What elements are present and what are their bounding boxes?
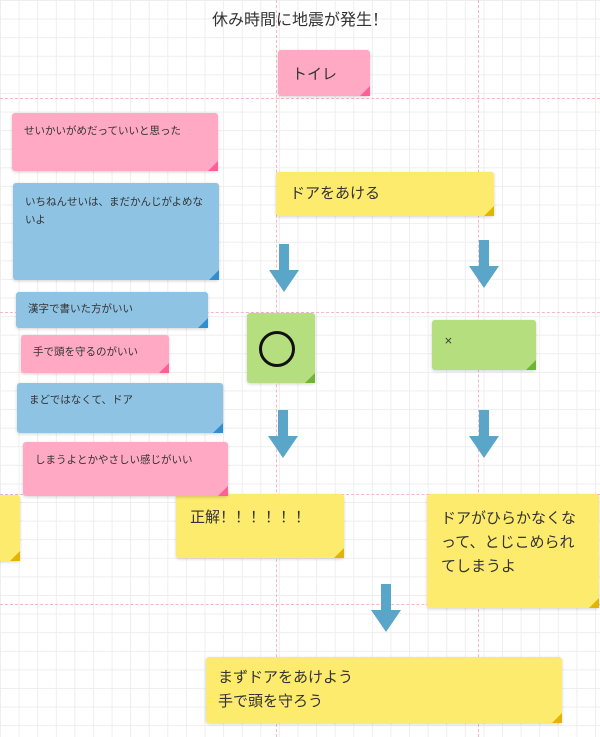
- comment-note[interactable]: 漢字で書いた方がいい: [16, 292, 208, 328]
- note-open-door-text: ドアをあける: [290, 184, 381, 202]
- arrow-down-icon: [269, 244, 299, 292]
- note-correct[interactable]: 正解！！！！！！: [176, 494, 344, 558]
- comment-note[interactable]: 手で頭を守るのがいい: [21, 335, 169, 373]
- arrow-down-icon: [469, 240, 499, 288]
- note-cross-text: ×: [444, 335, 453, 347]
- comment-text: 漢字で書いた方がいい: [28, 303, 133, 315]
- note-toilet-text: トイレ: [292, 65, 338, 83]
- arrow-down-icon: [371, 584, 401, 632]
- note-conclusion[interactable]: まずドアをあけよう 手で頭を守ろう: [206, 657, 562, 723]
- guide-line: [0, 604, 600, 605]
- comment-text: 手で頭を守るのがいい: [33, 346, 138, 358]
- note-door-stuck-text: ドアがひらかなくなって、とじこめられてしまうよ: [441, 509, 577, 575]
- comment-text: せいかいがめだっていいと思った: [24, 125, 181, 137]
- note-cross[interactable]: ×: [432, 320, 536, 370]
- guide-line: [0, 98, 600, 99]
- arrow-down-icon: [469, 410, 499, 458]
- note-open-door[interactable]: ドアをあける: [276, 172, 494, 216]
- note-partial-left: [0, 495, 20, 561]
- guide-line: [0, 312, 600, 313]
- arrow-down-icon: [268, 410, 298, 458]
- page-title: 休み時間に地震が発生！: [211, 10, 388, 29]
- circle-mark: [259, 331, 295, 367]
- note-door-stuck[interactable]: ドアがひらかなくなって、とじこめられてしまうよ: [427, 494, 599, 608]
- note-correct-text: 正解！！！！！！: [190, 508, 311, 526]
- comment-note[interactable]: しまうよとかやさしい感じがいい: [23, 442, 228, 496]
- comment-text: しまうよとかやさしい感じがいい: [35, 454, 193, 466]
- comment-text: いちねんせいは、まだかんじがよめないよ: [25, 196, 203, 226]
- comment-note[interactable]: せいかいがめだっていいと思った: [12, 113, 218, 171]
- note-circle[interactable]: ○: [247, 313, 315, 383]
- note-toilet[interactable]: トイレ: [278, 50, 370, 96]
- comment-note[interactable]: まどではなくて、ドア: [17, 383, 223, 433]
- note-conclusion-line1: まずドアをあけよう: [218, 668, 354, 686]
- comment-text: まどではなくて、ドア: [29, 394, 133, 406]
- note-conclusion-line2: 手で頭を守ろう: [218, 692, 324, 710]
- comment-note[interactable]: いちねんせいは、まだかんじがよめないよ: [13, 183, 219, 280]
